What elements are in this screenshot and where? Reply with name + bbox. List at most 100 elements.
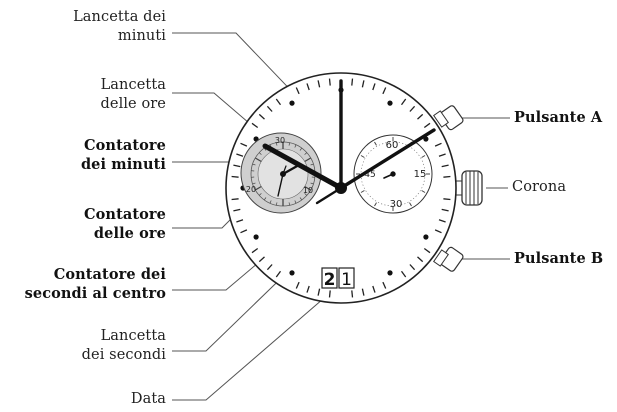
left-subdial-tick xyxy=(269,200,272,204)
main-hands xyxy=(262,79,436,205)
minute-tick xyxy=(382,281,387,289)
minute-tick xyxy=(240,142,248,147)
minute-tick xyxy=(266,105,273,112)
minute-tick xyxy=(236,153,244,157)
label-lancetta-secondi: Lancetta dei secondi xyxy=(40,327,166,365)
hour-dot xyxy=(253,234,259,240)
label-lancetta-ore-line1: Lancetta xyxy=(100,77,166,93)
hour-dot xyxy=(423,234,429,240)
label-lancetta-ore: Lancetta delle ore xyxy=(40,76,166,114)
minute-tick xyxy=(251,247,259,254)
right-subdial-tick xyxy=(421,155,426,158)
hour-dot xyxy=(289,100,295,106)
minute-tick xyxy=(295,87,300,95)
minute-tick xyxy=(351,290,354,298)
label-contatore-secondi-line2: secondi al centro xyxy=(24,285,166,302)
label-contatore-minuti: Contatore dei minuti xyxy=(40,136,166,174)
right-subdial-tick xyxy=(360,155,365,158)
pulsante-a-shape xyxy=(433,105,464,131)
minute-tick xyxy=(441,164,449,168)
left-subdial-tick xyxy=(304,157,312,163)
hour-hand xyxy=(262,143,344,191)
left-subdial-tick xyxy=(310,182,314,185)
minute-tick xyxy=(317,80,321,88)
right-subdial-tick xyxy=(409,202,412,207)
minute-tick xyxy=(423,122,431,129)
minute-tick xyxy=(434,229,442,234)
label-lancetta-secondi-line1: Lancetta xyxy=(100,328,166,344)
pulsante-b-shape xyxy=(433,246,464,272)
label-lancetta-minuti: Lancetta dei minuti xyxy=(40,8,166,46)
right-subdial-tick xyxy=(374,202,377,207)
label-data: Data xyxy=(130,391,166,407)
minute-tick xyxy=(233,164,241,168)
minute-tick xyxy=(317,288,321,296)
date-digit-2: 1 xyxy=(341,270,352,290)
label-contatore-ore-line1: Contatore xyxy=(84,206,166,223)
minute-tick xyxy=(328,78,331,86)
minute-tick xyxy=(382,87,387,95)
label-lancetta-minuti-line2: minuti xyxy=(117,28,166,44)
left-subdial-tick xyxy=(304,152,308,155)
date-window: 2 1 xyxy=(321,267,355,290)
hour-dot xyxy=(387,100,393,106)
leader-data xyxy=(172,285,339,401)
minute-tick xyxy=(240,229,248,234)
minute-tick xyxy=(443,198,451,201)
label-contatore-secondi: Contatore dei secondi al centro xyxy=(2,265,166,303)
minute-tick xyxy=(258,256,265,263)
right-subdial-hand xyxy=(383,171,396,179)
corona-shape xyxy=(453,170,483,206)
right-subdial-tick xyxy=(374,141,377,146)
left-subdial-tick xyxy=(288,202,291,206)
left-subdial-tick xyxy=(288,142,291,146)
minute-tick xyxy=(409,105,416,112)
minute-tick xyxy=(441,208,449,212)
minute-tick xyxy=(423,247,431,254)
minute-tick xyxy=(443,175,451,178)
label-contatore-minuti-line1: Contatore xyxy=(84,137,166,154)
left-subdial-tick xyxy=(275,142,278,146)
left-subdial-tick xyxy=(254,185,262,191)
minute-tick xyxy=(275,270,282,278)
minute-tick xyxy=(409,264,416,271)
right-subdial-tick xyxy=(360,190,365,193)
left-subdial-tick xyxy=(252,182,256,185)
left-subdial-tick xyxy=(258,193,262,196)
right-num-30: 30 xyxy=(390,199,403,210)
left-subdial-tick xyxy=(258,152,262,155)
hour-dot xyxy=(289,270,295,276)
minute-tick xyxy=(266,264,273,271)
left-num-10: 10 xyxy=(303,186,313,195)
label-pulsante-a: Pulsante A xyxy=(514,109,603,126)
label-lancetta-secondi-line2: dei secondi xyxy=(81,347,166,363)
minute-tick xyxy=(438,219,446,223)
left-subdial-tick xyxy=(310,163,314,166)
minute-track xyxy=(231,78,451,298)
left-subdial-tick xyxy=(294,200,297,204)
minute-tick xyxy=(434,142,442,147)
minute-tick xyxy=(361,288,365,296)
left-num-20: 20 xyxy=(246,185,256,194)
label-contatore-minuti-line2: dei minuti xyxy=(80,156,166,173)
left-subdial-tick xyxy=(304,185,312,191)
label-corona: Corona xyxy=(512,179,567,195)
left-subdial-tick xyxy=(275,202,278,206)
minute-tick xyxy=(372,83,376,91)
label-contatore-ore-line2: delle ore xyxy=(93,225,166,242)
minute-tick xyxy=(251,122,259,129)
left-subdial-tick xyxy=(299,147,303,151)
left-subdial-tick xyxy=(299,197,303,201)
minute-tick xyxy=(231,175,239,178)
right-subdial-tick xyxy=(421,190,426,193)
label-lancetta-minuti-line1: Lancetta dei xyxy=(73,9,166,25)
minute-tick xyxy=(361,80,365,88)
label-contatore-secondi-line1: Contatore dei xyxy=(53,266,166,283)
minute-tick xyxy=(236,219,244,223)
minute-tick xyxy=(233,208,241,212)
left-subdial-tick xyxy=(254,157,262,163)
left-subdial-tick xyxy=(294,144,297,148)
subdial-numbers: 30 20 10 60 45 15 30 xyxy=(246,136,426,210)
minute-tick xyxy=(351,78,354,86)
